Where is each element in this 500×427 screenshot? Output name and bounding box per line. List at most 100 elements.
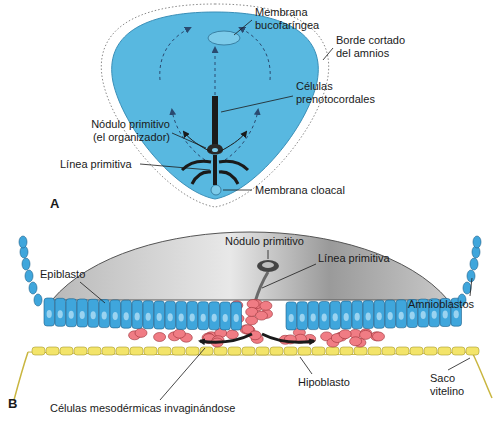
cell-nucleus — [234, 314, 239, 322]
cell-nucleus — [190, 314, 195, 322]
layer-label: Epiblasto — [40, 268, 85, 281]
membrane-label: Membrana cloacal — [255, 184, 345, 197]
hypoblast-cell — [438, 347, 451, 355]
cell-nucleus — [454, 310, 459, 318]
epiblast-cell — [176, 301, 187, 329]
hypoblast-cell — [158, 347, 171, 355]
hypoblast-cell — [410, 347, 423, 355]
hypoblast-cell — [228, 347, 241, 355]
cell-nucleus — [289, 314, 294, 322]
cell-nucleus — [355, 313, 360, 321]
epiblast-cell — [220, 302, 231, 330]
cell-nucleus — [322, 314, 327, 322]
epiblast-cell — [363, 301, 374, 329]
cell-nucleus — [47, 310, 52, 318]
epiblast-cell — [385, 300, 396, 328]
hypoblast-cell — [452, 347, 465, 355]
cell-label: Células mesodérmicas invaginándose — [50, 402, 235, 415]
mesoderm-cell — [260, 301, 272, 310]
cell-nucleus — [102, 312, 107, 320]
epiblast-cell — [132, 301, 143, 329]
mesoderm-cell — [350, 337, 362, 346]
cell-nucleus — [201, 314, 206, 322]
cell-nucleus — [58, 310, 63, 318]
hypoblast-cell — [172, 347, 185, 355]
streak-label: Línea primitiva — [318, 252, 390, 265]
cell-label: Amnioblastos — [408, 298, 474, 311]
mesoderm-cell — [173, 329, 185, 338]
hypoblast-cell — [186, 347, 199, 355]
epiblast-cell — [110, 300, 121, 328]
cell-nucleus — [311, 314, 316, 322]
cell-nucleus — [388, 312, 393, 320]
amnion-label: Borde cortado del amnios — [336, 34, 418, 60]
amnioblast-cell — [22, 258, 30, 270]
epiblast-cell — [286, 302, 297, 330]
hypoblast-cell — [242, 347, 255, 355]
epiblast-cell — [99, 300, 110, 328]
amnioblast-cell — [25, 270, 33, 282]
epiblast-cell — [374, 300, 385, 328]
hypoblast-cell — [424, 347, 437, 355]
cell-nucleus — [410, 312, 415, 320]
hypoblast-cell — [88, 347, 101, 355]
panel-letter: B — [8, 396, 17, 411]
cell-nucleus — [377, 312, 382, 320]
streak-label: Línea primitiva — [60, 158, 132, 171]
amnioblast-cell — [467, 270, 475, 282]
epiblast-cell — [44, 298, 55, 326]
epiblast-cell — [66, 299, 77, 327]
hypoblast-cell — [144, 347, 157, 355]
cell-nucleus — [69, 311, 74, 319]
cell-nucleus — [113, 312, 118, 320]
cross-section-b — [14, 232, 492, 400]
hypoblast-cell — [382, 347, 395, 355]
cell-nucleus — [344, 313, 349, 321]
hypoblast-cell — [256, 347, 269, 355]
epiblast-cell — [165, 301, 176, 329]
cell-nucleus — [421, 311, 426, 319]
epiblast-cell — [143, 301, 154, 329]
hypoblast-cell — [340, 347, 353, 355]
embryonic-disc — [101, 4, 328, 207]
cell-nucleus — [333, 313, 338, 321]
hypoblast-cell — [46, 347, 59, 355]
epiblast-cell — [209, 302, 220, 330]
cell-nucleus — [80, 311, 85, 319]
hypoblast-cell — [74, 347, 87, 355]
hypoblast-cell — [270, 347, 283, 355]
hypoblast-cell — [116, 347, 129, 355]
amnioblast-cell — [463, 282, 471, 294]
epiblast-cell — [308, 302, 319, 330]
cell-label: Células prenotocordales — [296, 80, 384, 106]
mesoderm-cell — [373, 332, 385, 341]
layer-label: Hipoblasto — [298, 376, 350, 389]
epiblast-cell — [396, 300, 407, 328]
mesoderm-cell — [135, 328, 147, 337]
cell-nucleus — [168, 313, 173, 321]
cell-nucleus — [300, 314, 305, 322]
amnioblast-cell — [19, 236, 27, 248]
cell-nucleus — [443, 311, 448, 319]
hypoblast-cell — [102, 347, 115, 355]
membrane-label: Membrana bucofaríngea — [255, 6, 327, 32]
mesoderm-cell — [339, 330, 351, 339]
epiblast-cell — [154, 301, 165, 329]
cell-nucleus — [135, 313, 140, 321]
hypoblast-cell — [354, 347, 367, 355]
epiblast-cell — [341, 301, 352, 329]
epiblast-cell — [121, 300, 132, 328]
hypoblast-cell — [396, 347, 409, 355]
epiblast-cell — [319, 302, 330, 330]
hypoblast-cell — [312, 347, 325, 355]
hypoblast-cell — [298, 347, 311, 355]
mesoderm-cell — [256, 311, 268, 320]
cell-nucleus — [432, 311, 437, 319]
epiblast-cell — [297, 302, 308, 330]
amnioblast-cell — [473, 236, 481, 248]
hypoblast-cell — [466, 347, 479, 355]
cell-nucleus — [179, 313, 184, 321]
mesoderm-cell — [247, 300, 259, 309]
